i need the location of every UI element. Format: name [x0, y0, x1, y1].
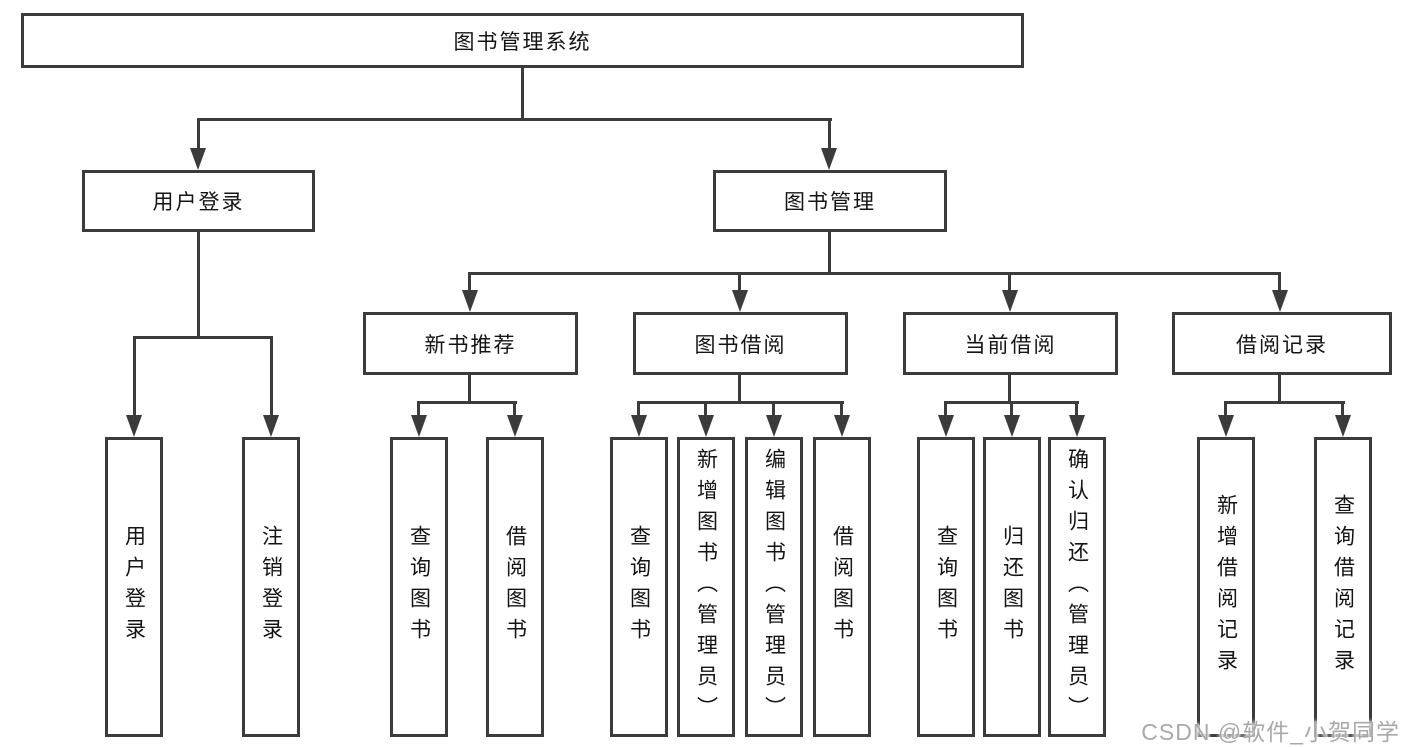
edge-line [197, 232, 200, 338]
leaf-current-return-label: 归还图书 [1000, 525, 1024, 649]
node-current-borrow: 当前借阅 [903, 312, 1118, 375]
leaf-current-return: 归还图书 [983, 437, 1041, 737]
csdn-watermark: CSDN @软件_小贺同学 [1141, 719, 1400, 745]
node-borrow-records-label: 借阅记录 [1236, 333, 1328, 357]
edge-line [704, 401, 707, 418]
node-root-label: 图书管理系统 [453, 30, 592, 54]
leaf-records-query-label: 查询借阅记录 [1331, 494, 1355, 680]
arrow-down-icon [698, 415, 714, 437]
edge-line [772, 401, 775, 418]
edge-line [521, 68, 524, 121]
edge-line [828, 232, 831, 274]
edge-line [133, 336, 136, 418]
leaf-newbooks-query: 查询图书 [390, 437, 448, 737]
edge-line [1008, 375, 1011, 403]
edge-line [1224, 401, 1345, 404]
leaf-current-confirm: 确认归还（管理员） [1048, 437, 1106, 737]
node-book-management-label: 图书管理 [784, 191, 876, 214]
node-book-borrow: 图书借阅 [633, 312, 848, 375]
arrow-down-icon [1335, 415, 1351, 437]
edge-line [1341, 401, 1344, 418]
leaf-borrow-borrow-label: 借阅图书 [830, 525, 854, 649]
leaf-borrow-query-label: 查询图书 [627, 525, 651, 649]
arrow-down-icon [834, 415, 850, 437]
edge-line [197, 118, 832, 121]
leaf-logout-label: 注销登录 [259, 525, 283, 649]
edge-line [1224, 401, 1227, 418]
leaf-newbooks-borrow: 借阅图书 [486, 437, 544, 737]
node-root: 图书管理系统 [21, 13, 1024, 68]
arrow-down-icon [732, 290, 748, 312]
arrow-down-icon [1069, 415, 1085, 437]
arrow-down-icon [462, 290, 478, 312]
edge-line [738, 272, 741, 292]
leaf-borrow-add-label: 新增图书（管理员） [694, 447, 718, 727]
edge-line [417, 401, 420, 418]
arrow-down-icon [507, 415, 523, 437]
edge-line [197, 118, 200, 150]
arrow-down-icon [263, 415, 279, 437]
leaf-borrow-edit-label: 编辑图书（管理员） [762, 447, 786, 727]
edge-line [944, 401, 947, 418]
node-book-management: 图书管理 [713, 170, 947, 232]
edge-line [418, 401, 517, 404]
edge-line [1010, 401, 1013, 418]
leaf-current-confirm-label: 确认归还（管理员） [1065, 447, 1089, 727]
edge-line [513, 401, 516, 418]
arrow-down-icon [1272, 290, 1288, 312]
node-user-login-label: 用户登录 [152, 191, 245, 214]
edge-line [1008, 272, 1011, 292]
leaf-current-query-label: 查询图书 [934, 525, 958, 649]
node-new-book-recommend-label: 新书推荐 [424, 333, 517, 357]
leaf-current-query: 查询图书 [917, 437, 975, 737]
edge-line [133, 336, 273, 339]
leaf-records-add: 新增借阅记录 [1197, 437, 1255, 737]
leaf-borrow-borrow: 借阅图书 [813, 437, 871, 737]
arrow-down-icon [1004, 415, 1020, 437]
leaf-user-login: 用户登录 [105, 437, 163, 737]
arrow-down-icon [126, 415, 142, 437]
leaf-records-query: 查询借阅记录 [1314, 437, 1372, 737]
edge-line [468, 375, 471, 403]
edge-line [738, 375, 741, 403]
arrow-down-icon [766, 415, 782, 437]
leaf-borrow-add: 新增图书（管理员） [677, 437, 735, 737]
leaf-borrow-query: 查询图书 [610, 437, 668, 737]
leaf-newbooks-query-label: 查询图书 [407, 525, 431, 649]
edge-line [840, 401, 843, 418]
edge-line [828, 118, 831, 150]
edge-line [1278, 272, 1281, 292]
edge-line [637, 401, 640, 418]
leaf-records-add-label: 新增借阅记录 [1214, 494, 1238, 680]
leaf-newbooks-borrow-label: 借阅图书 [503, 525, 527, 649]
arrow-down-icon [938, 415, 954, 437]
arrow-down-icon [1218, 415, 1234, 437]
node-current-borrow-label: 当前借阅 [964, 333, 1057, 357]
edge-line [637, 401, 844, 404]
edge-line [468, 272, 471, 292]
arrow-down-icon [411, 415, 427, 437]
node-user-login: 用户登录 [82, 170, 315, 232]
arrow-down-icon [1002, 290, 1018, 312]
arrow-down-icon [821, 148, 837, 170]
leaf-logout: 注销登录 [242, 437, 300, 737]
node-book-borrow-label: 图书借阅 [694, 333, 787, 357]
edge-line [468, 272, 1281, 275]
edge-line [270, 336, 273, 418]
arrow-down-icon [631, 415, 647, 437]
node-new-book-recommend: 新书推荐 [363, 312, 578, 375]
leaf-user-login-label: 用户登录 [122, 525, 146, 649]
edge-line [1075, 401, 1078, 418]
edge-line [1278, 375, 1281, 403]
node-borrow-records: 借阅记录 [1172, 312, 1392, 375]
leaf-borrow-edit: 编辑图书（管理员） [745, 437, 803, 737]
arrow-down-icon [190, 148, 206, 170]
